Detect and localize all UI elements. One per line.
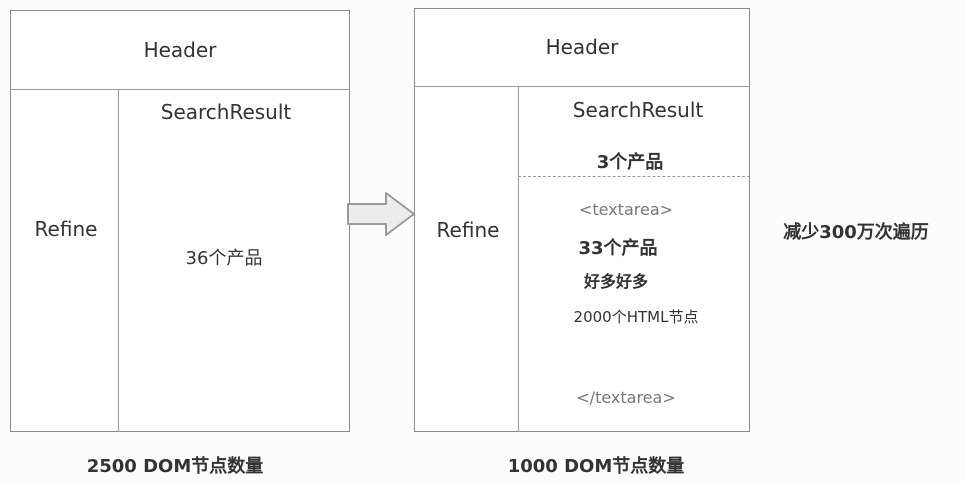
right-top-products-label: 3个产品 [596,152,664,173]
left-search-result-label: SearchResult [160,100,292,124]
right-header-label: Header [545,35,619,59]
left-layout-box [10,10,350,432]
right-header-divider [414,86,750,87]
left-header-divider [10,89,350,90]
right-search-result-label: SearchResult [572,98,704,122]
left-refine-label: Refine [34,217,98,241]
right-caption: 1000 DOM节点数量 [507,456,685,477]
right-many-label: 好多好多 [583,272,649,291]
textarea-open-tag: <textarea> [578,200,674,219]
right-textarea-divider [518,176,750,177]
right-more-products-label: 33个产品 [578,238,658,259]
right-refine-label: Refine [436,218,500,242]
left-products-label: 36个产品 [185,248,263,269]
left-header-label: Header [143,38,217,62]
left-caption: 2500 DOM节点数量 [86,456,264,477]
textarea-close-tag: </textarea> [576,388,676,407]
transform-arrow-icon [347,192,415,236]
right-html-nodes-label: 2000个HTML节点 [573,308,699,326]
right-refine-divider [518,86,519,432]
right-layout-box [414,8,750,432]
left-refine-divider [118,89,119,432]
reduction-note: 减少300万次遍历 [783,222,929,243]
